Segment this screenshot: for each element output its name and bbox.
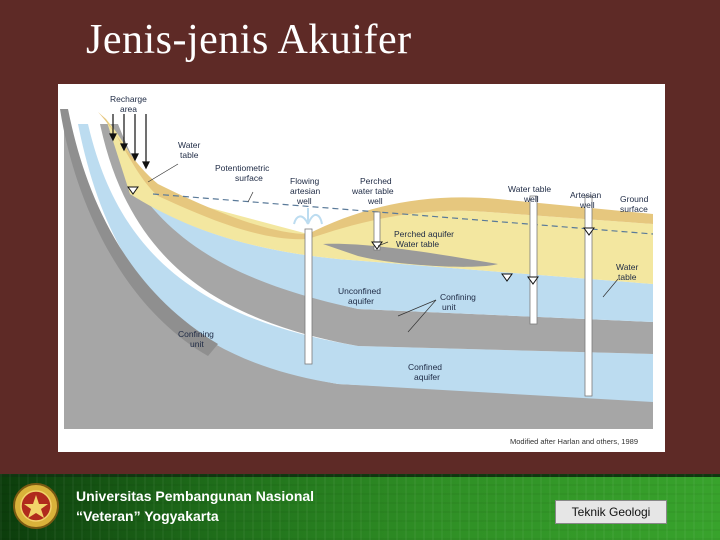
slide-title: Jenis-jenis Akuifer [86, 17, 412, 63]
perched-aquifer-lens [323, 243, 498, 267]
label-water-table-perched: Water table [396, 239, 439, 249]
unsaturated-zone-layer [106, 119, 653, 284]
footer-divider [0, 474, 720, 477]
flowing-artesian-well [293, 208, 323, 365]
department-badge: Teknik Geologi [555, 500, 667, 524]
leader-lines [147, 163, 619, 333]
university-name-line1: Universitas Pembangunan Nasional [76, 488, 315, 504]
ground-surface-band [98, 112, 653, 240]
water-table-well [529, 195, 538, 325]
university-logo-icon [13, 483, 59, 529]
figure-credit: Modified after Harlan and others, 1989 [510, 437, 638, 446]
confined-aquifer-layer [78, 124, 653, 402]
potentiometric-line [152, 193, 654, 235]
university-name-line2: “Veteran” Yogyakarta [76, 508, 219, 524]
unconfined-aquifer-layer [130, 179, 653, 322]
footer-bar: Universitas Pembangunan Nasional “Vetera… [0, 474, 720, 540]
label-perched-aquifer: Perched aquifer [394, 229, 454, 239]
water-table-markers [127, 186, 595, 285]
artesian-well [584, 195, 593, 397]
perched-water-table-well [373, 211, 381, 251]
recharge-arrows [109, 114, 150, 170]
confining-unit-layer [100, 124, 653, 354]
